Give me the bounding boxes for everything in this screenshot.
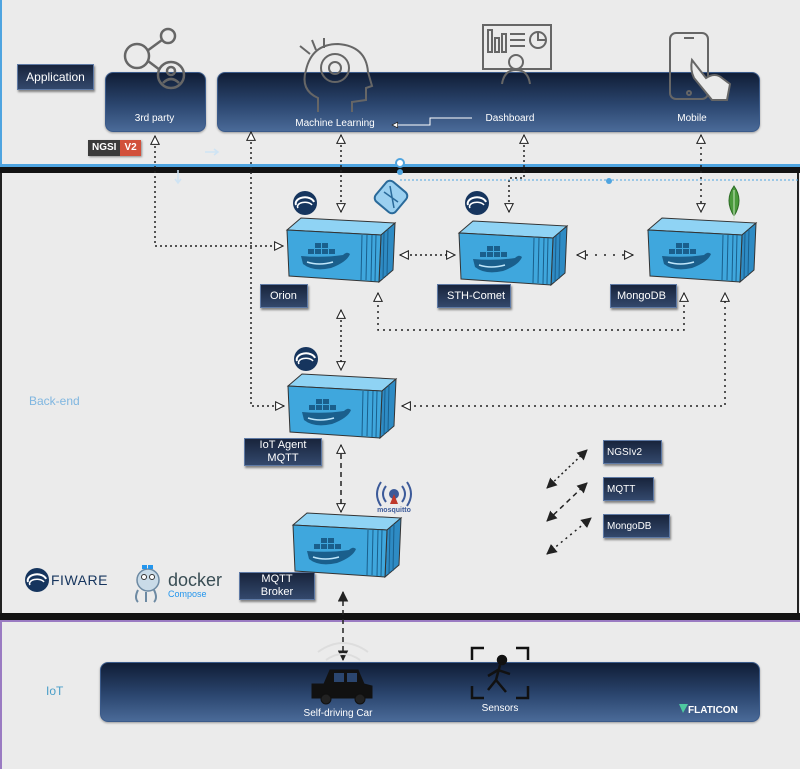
machine-learning-label: Machine Learning <box>295 118 375 129</box>
sth-comet-container-icon <box>458 220 568 286</box>
ngsi-badge-right: V2 <box>120 140 141 156</box>
layer-separator-bottom-accent <box>0 620 800 622</box>
dashboard-sth-connector <box>509 135 524 212</box>
mqtt-broker-container-icon <box>292 512 402 578</box>
mobile-touch-icon <box>669 32 732 101</box>
application-layer-top-line <box>0 0 2 165</box>
mosquitto-logo-text: mosquitto <box>377 507 411 514</box>
fiware-swirl-icon <box>24 567 50 593</box>
share-network-icon <box>123 27 186 90</box>
fiware-iot-agent-logo-icon <box>293 346 319 372</box>
mqtt-broker-tag[interactable]: MQTT Broker <box>239 572 315 600</box>
iot-bar <box>100 662 760 722</box>
iot-left-border <box>0 622 2 769</box>
mqtt-broker-line1: MQTT <box>261 573 293 585</box>
sensors-label: Sensors <box>481 703 519 714</box>
section-label-backend: Back-end <box>29 394 80 408</box>
dashboard-to-ml-line <box>392 117 472 125</box>
fiware-orion-logo-icon <box>292 190 318 216</box>
dashboard-presenter-icon <box>482 24 552 85</box>
orion-mongodb-connector <box>378 293 684 331</box>
iot-agent-container-icon <box>287 373 397 439</box>
backend-left-border <box>0 173 2 613</box>
backend-right-border <box>797 173 799 613</box>
ngsi-v2-badge: NGSI V2 <box>88 140 141 156</box>
iot-agent-line1: IoT Agent <box>259 439 307 451</box>
iot-agent-tag[interactable]: IoT Agent MQTT <box>244 438 322 466</box>
docker-octopus-icon <box>135 565 160 603</box>
app-iot-agent-connector <box>251 132 284 406</box>
sth-comet-gem-icon <box>373 179 409 215</box>
self-driving-car-label: Self-driving Car <box>303 708 373 719</box>
flaticon-logo-text: FLATICON <box>688 705 738 716</box>
mosquitto-logo-icon: mosquitto <box>376 481 412 514</box>
legend-mqtt-tag: MQTT <box>603 477 654 501</box>
mqtt-broker-line2: Broker <box>260 586 294 598</box>
docker-compose-text: Compose <box>168 589 207 599</box>
machine-learning-head-icon <box>299 38 374 112</box>
section-label-iot: IoT <box>46 684 64 698</box>
third-party-bar[interactable] <box>105 72 206 132</box>
orion-container-icon <box>286 217 396 283</box>
legend-mongodb-arrow <box>546 517 592 555</box>
iot-agent-line2: MQTT <box>267 452 299 464</box>
dashboard-label: Dashboard <box>485 113 535 124</box>
flaticon-logo: FLATICON <box>679 704 738 716</box>
mongodb-leaf-icon <box>728 185 740 220</box>
legend-ngsiv2-arrow <box>546 449 588 489</box>
docker-compose-logo: docker Compose <box>135 565 222 603</box>
mobile-label: Mobile <box>677 113 707 124</box>
section-label-application: Application <box>17 64 94 90</box>
iot-agent-mongodb-connector <box>402 293 725 406</box>
legend-mqtt-arrow <box>546 482 588 522</box>
legend-ngsiv2-tag: NGSIv2 <box>603 440 662 464</box>
motion-sensor-icon <box>470 646 530 700</box>
legend-mongodb-tag: MongoDB <box>603 514 670 538</box>
ngsi-badge-left: NGSI <box>88 140 121 156</box>
third-party-orion-connector <box>155 136 283 246</box>
third-party-label: 3rd party <box>134 113 175 124</box>
selection-handle-group <box>174 148 800 185</box>
docker-logo-text: docker <box>168 570 222 590</box>
fiware-logo: FIWARE <box>24 567 108 593</box>
layer-separator-bottom <box>0 613 800 620</box>
mongodb-container-icon <box>647 217 757 283</box>
self-driving-car-icon <box>311 642 373 705</box>
fiware-logo-text: FIWARE <box>51 572 108 588</box>
fiware-sth-logo-icon <box>464 190 490 216</box>
